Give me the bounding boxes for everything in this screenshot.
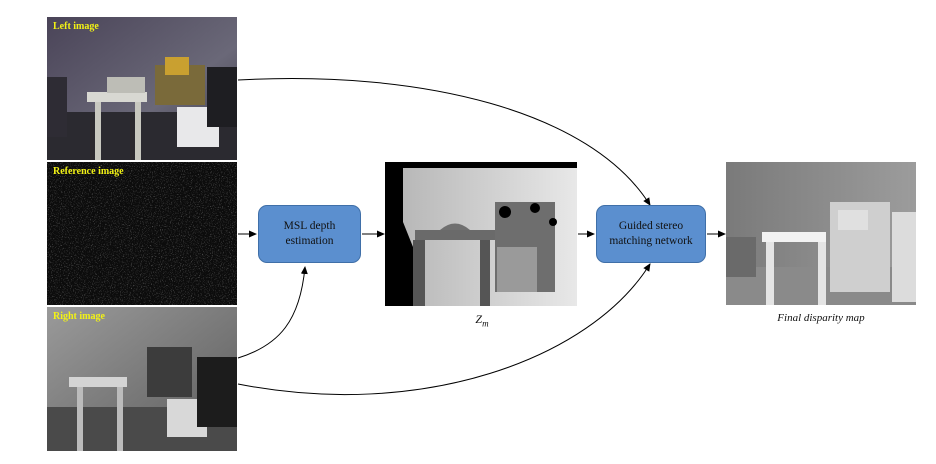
right-image-label: Right image (53, 311, 105, 322)
final-disparity-caption: Final disparity map (777, 312, 865, 324)
msl-label-line1: MSL depth (283, 220, 336, 232)
guided-stereo-block: Guided stereo matching network (596, 205, 706, 263)
guided-label-line2: matching network (609, 235, 693, 247)
zm-caption: Zm (460, 312, 504, 328)
arrow-right-to-msl (237, 266, 308, 359)
guided-label-line1: Guided stereo (618, 220, 684, 232)
left-image-label: Left image (53, 21, 99, 32)
right-image: Right image (47, 307, 237, 451)
left-image: Left image (47, 17, 237, 160)
msl-label-line2: estimation (285, 235, 334, 247)
reference-image-label: Reference image (53, 166, 124, 177)
zm-depth-image (385, 162, 577, 306)
reference-image: Reference image (47, 162, 237, 305)
zm-subscript: m (482, 318, 489, 329)
zm-symbol: Z (475, 312, 483, 326)
arrow-left-to-guided (237, 78, 651, 206)
msl-depth-estimation-block: MSL depth estimation (258, 205, 361, 263)
final-disparity-image (726, 162, 916, 305)
arrow-right-to-guided (237, 263, 651, 395)
